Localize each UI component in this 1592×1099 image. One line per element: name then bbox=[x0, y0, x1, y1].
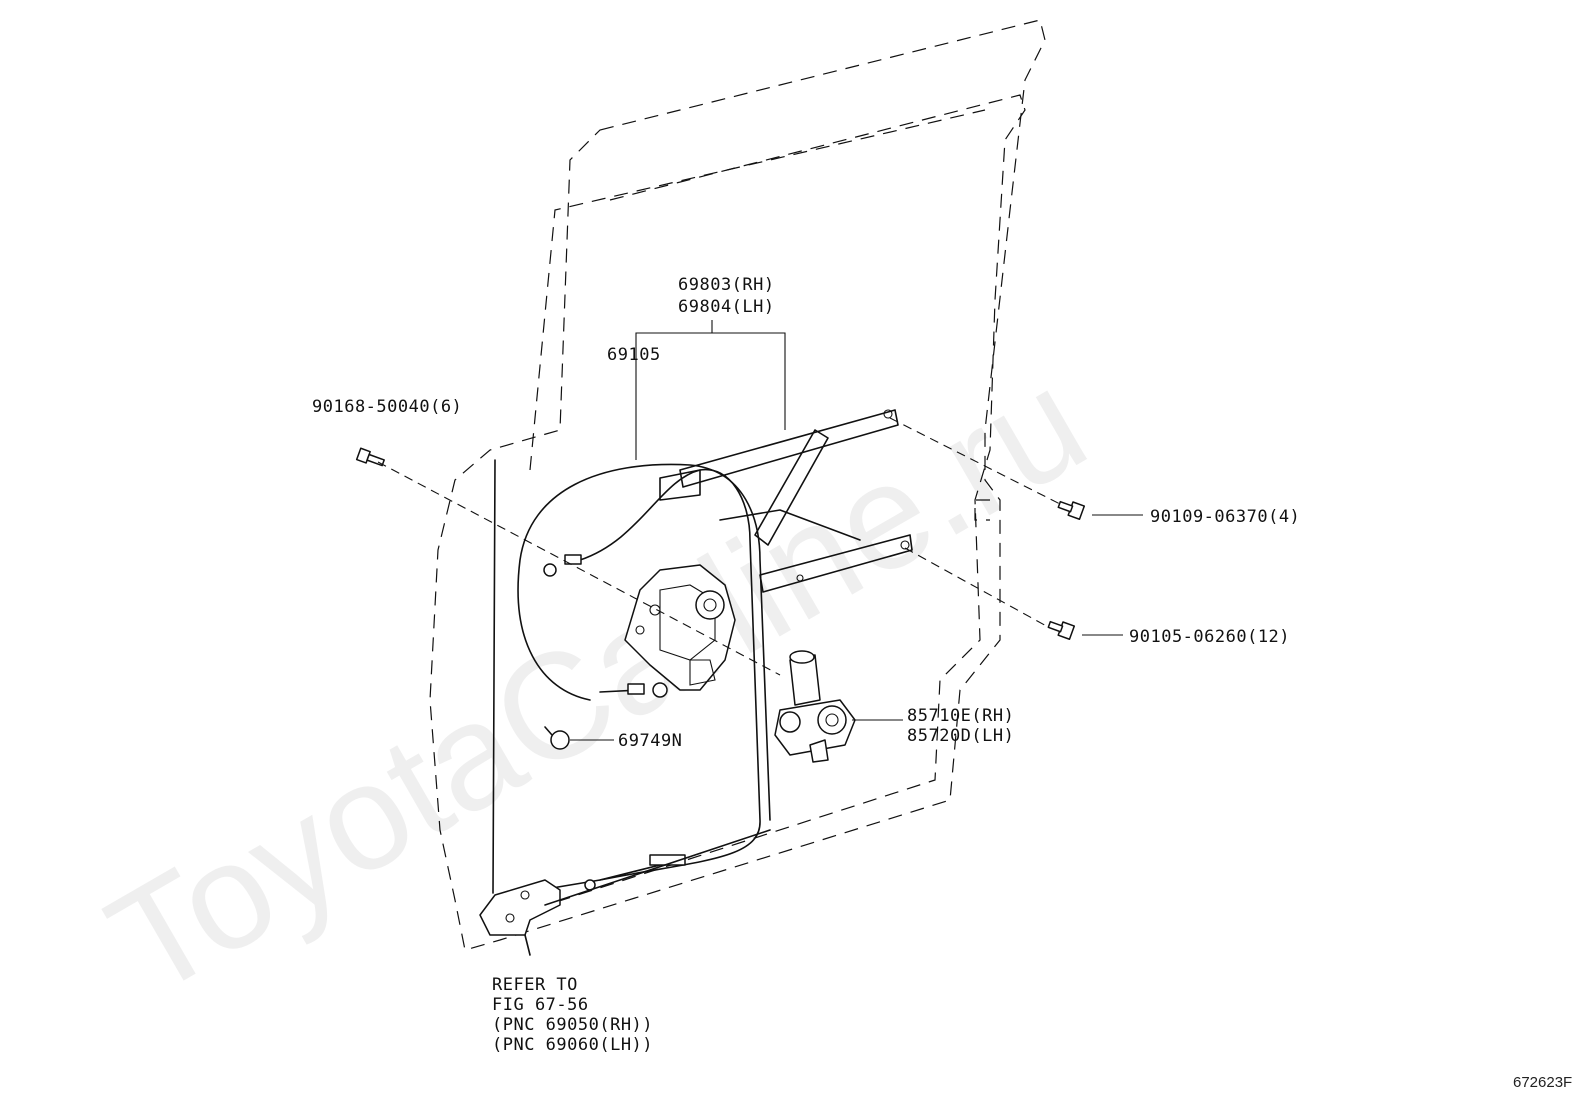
label-69749N: 69749N bbox=[618, 731, 682, 751]
label-85710E: 85710E(RH) bbox=[907, 706, 1014, 726]
reference-line-4: (PNC 69060(LH)) bbox=[492, 1035, 653, 1055]
window-motor bbox=[774, 650, 856, 763]
bolt-90105-icon bbox=[1047, 620, 1076, 641]
regulator-drum bbox=[624, 564, 736, 691]
reference-line-3: (PNC 69050(RH)) bbox=[492, 1015, 653, 1035]
label-69803: 69803(RH) bbox=[678, 275, 775, 295]
door-outline bbox=[429, 19, 1046, 951]
label-69804: 69804(LH) bbox=[678, 297, 775, 317]
label-90105: 90105-06260(12) bbox=[1129, 627, 1290, 647]
watermark: ToyotaCarline.ru bbox=[82, 336, 1112, 1028]
label-90168: 90168-50040(6) bbox=[312, 397, 462, 417]
bolt-90168-icon bbox=[355, 447, 385, 467]
figure-id: 672623F bbox=[1513, 1074, 1572, 1091]
regulator-cable bbox=[517, 463, 771, 891]
lower-bracket bbox=[479, 459, 771, 956]
reference-line-1: REFER TO bbox=[492, 975, 578, 995]
label-90109: 90109-06370(4) bbox=[1150, 507, 1300, 527]
leader-lines bbox=[377, 320, 1143, 741]
reference-line-2: FIG 67-56 bbox=[492, 995, 589, 1015]
regulator-assembly bbox=[659, 409, 913, 593]
bolt-90109-icon bbox=[1057, 500, 1086, 521]
label-69105: 69105 bbox=[607, 345, 661, 365]
clamp-icon bbox=[544, 726, 570, 750]
label-85720D: 85720D(LH) bbox=[907, 726, 1014, 746]
